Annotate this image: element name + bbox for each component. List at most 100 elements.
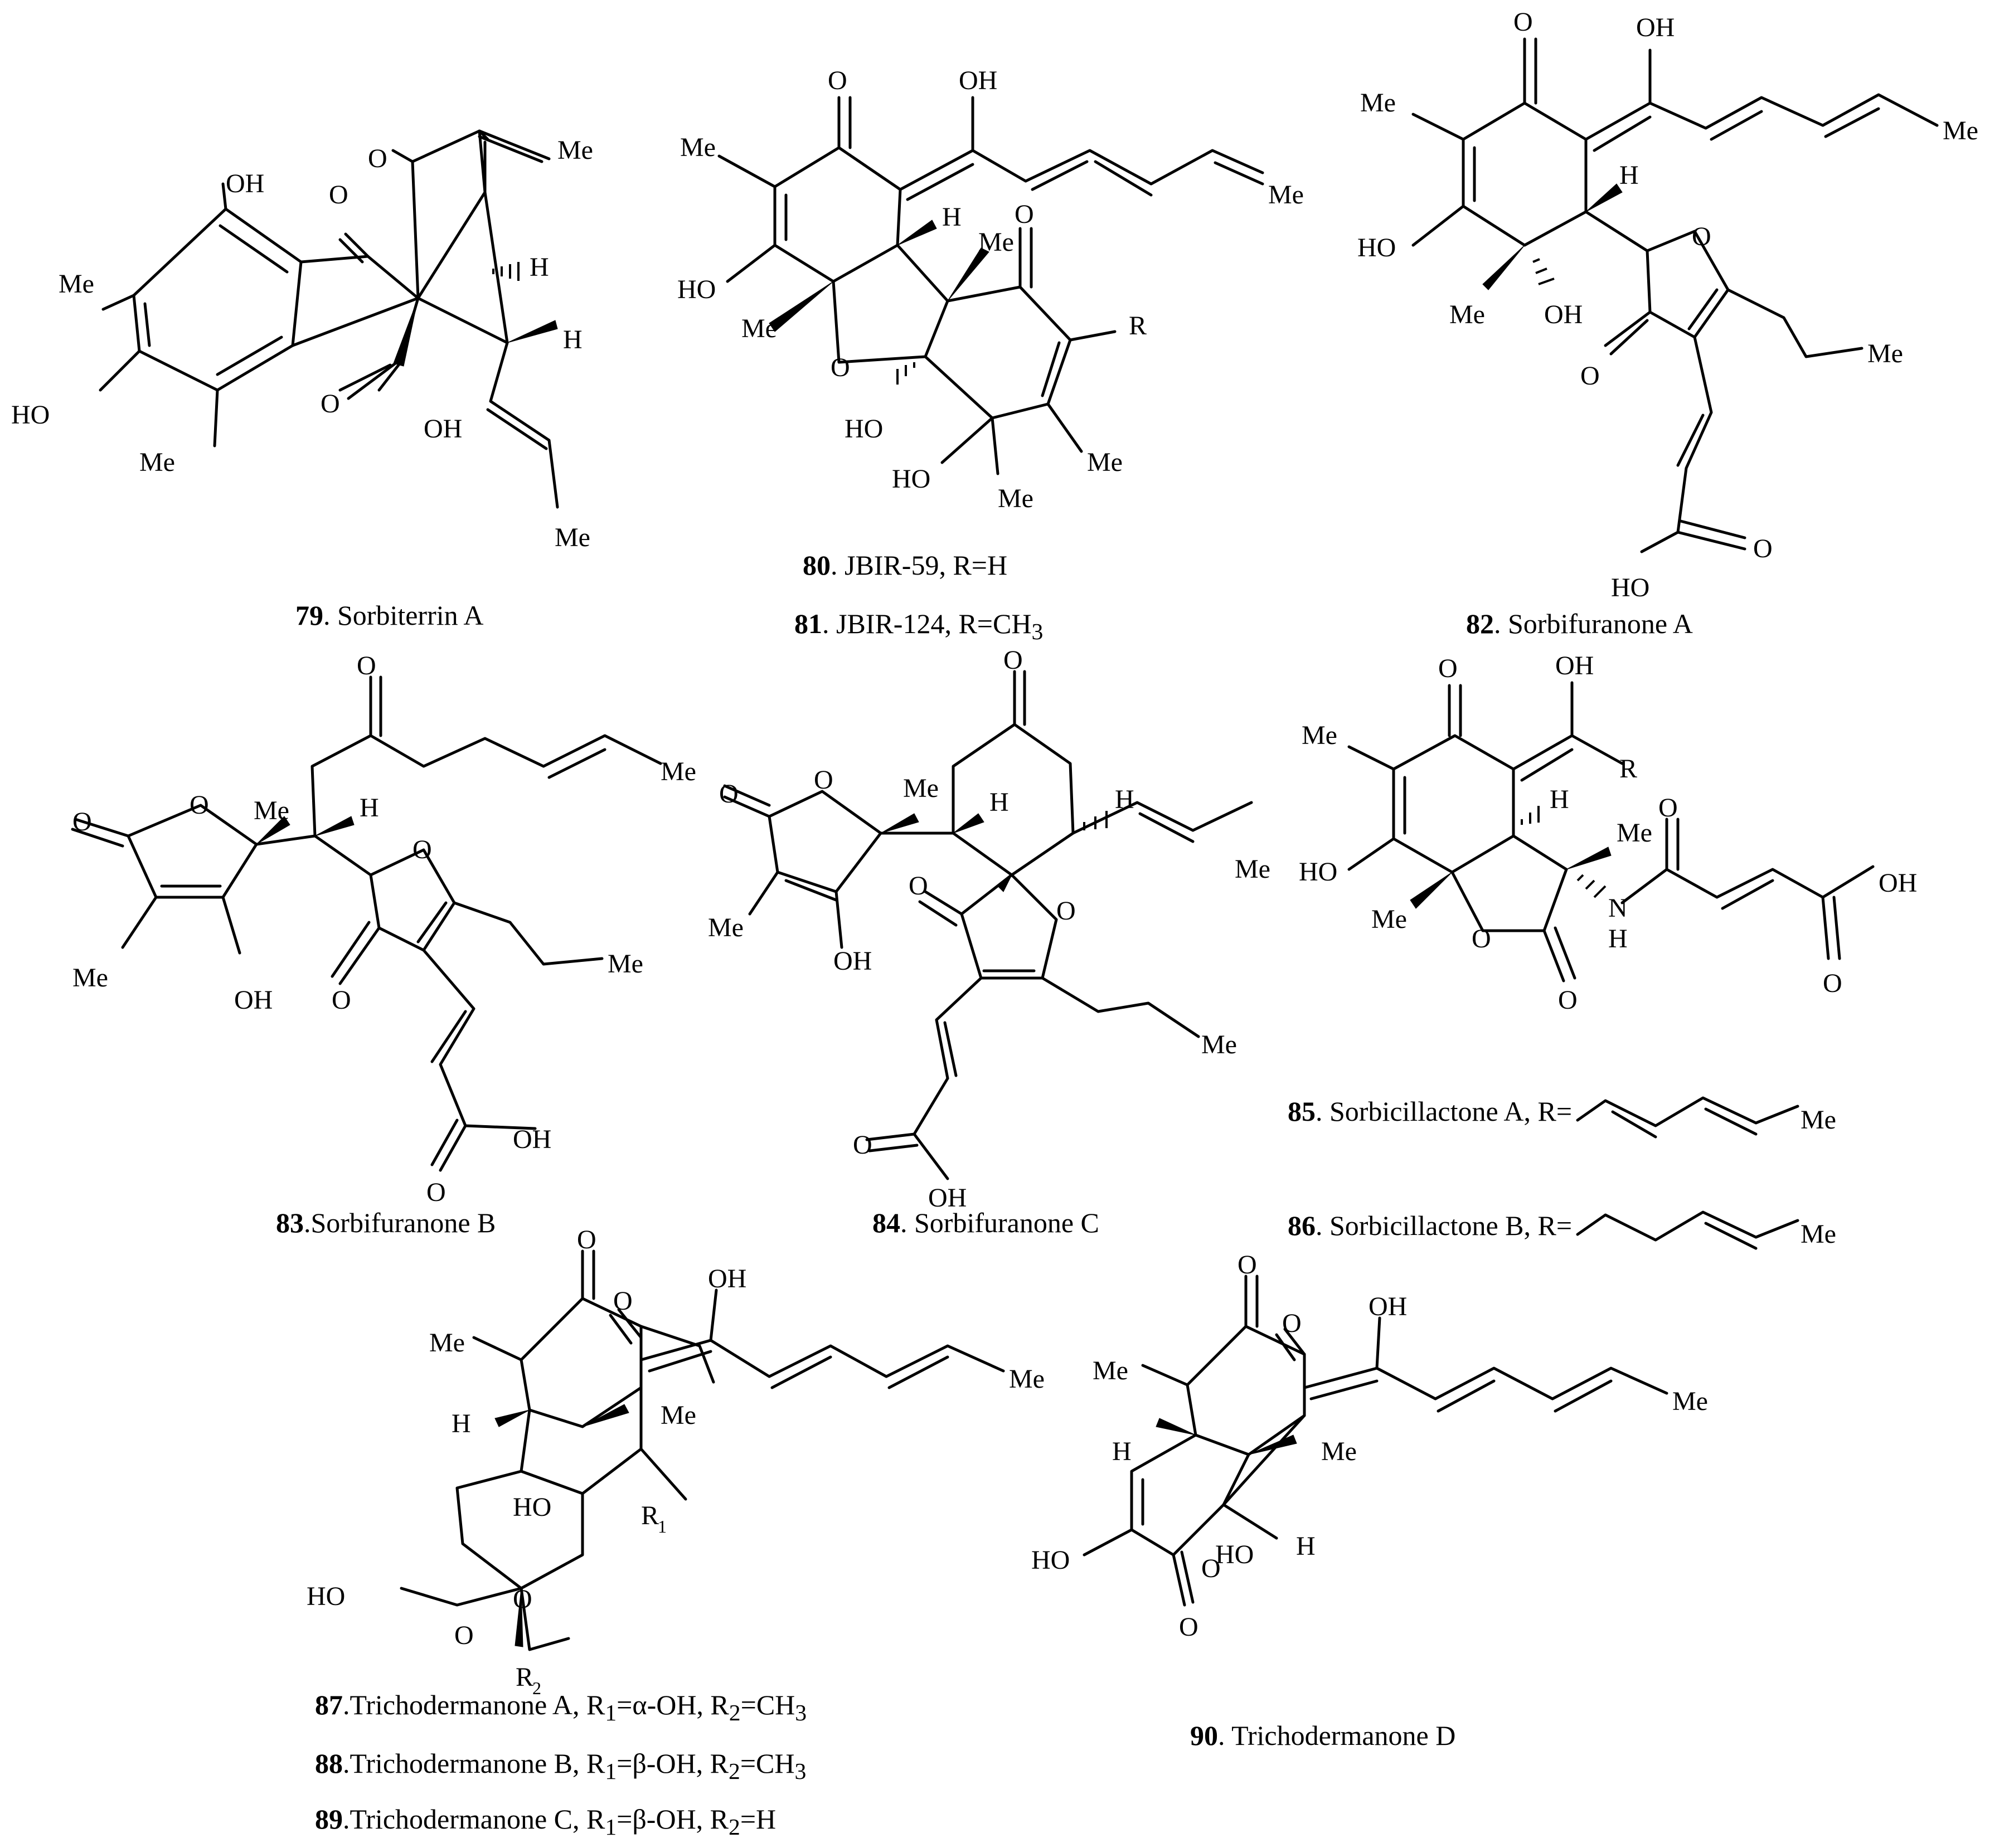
atom-r1-subscript: 1: [658, 1516, 667, 1536]
atom-ho: HO: [677, 275, 716, 304]
atom-o: O: [1179, 1612, 1198, 1642]
atom-o: O: [853, 1130, 872, 1160]
structure-84-sorbifuranone-c: O O O Me H H Me O O Me OH Me O OH: [708, 645, 1270, 1213]
structure-80-81-jbir: O OH Me Me H Me O HO Me R O HO Me HO Me: [677, 66, 1304, 513]
atom-me: Me: [1321, 1437, 1357, 1466]
structure-83-sorbifuranone-b: O O Me O H O Me Me Me OH O OH O: [71, 651, 696, 1207]
atom-o: O: [321, 389, 340, 419]
atom-oh: OH: [1544, 300, 1583, 329]
atom-o: O: [368, 144, 387, 173]
atom-me: Me: [1943, 116, 1978, 145]
atom-h: H: [1296, 1531, 1316, 1561]
atom-o: O: [1692, 222, 1711, 251]
caption-86: 86. Sorbicillactone B, R=: [1288, 1210, 1573, 1241]
atom-oh: OH: [513, 1125, 551, 1154]
atom-h: H: [1115, 785, 1134, 814]
atom-ho: HO: [892, 464, 930, 494]
atom-n: N: [1608, 893, 1628, 923]
atom-oh: OH: [1555, 651, 1594, 680]
caption-83: 83.Sorbifuranone B: [276, 1207, 496, 1238]
atom-o: O: [1513, 7, 1533, 37]
atom-me: Me: [1360, 88, 1396, 118]
atom-ho: HO: [307, 1582, 345, 1611]
atom-o: O: [613, 1286, 633, 1316]
atom-o: O: [426, 1178, 446, 1207]
atom-me: Me: [1093, 1356, 1128, 1385]
atom-me: Me: [1801, 1219, 1836, 1249]
atom-h: H: [1112, 1437, 1132, 1466]
atom-o: O: [831, 353, 850, 382]
atom-me: Me: [1268, 180, 1304, 210]
structure-90-trichodermanone-d: O OH O Me Me H Me HO H O HO O: [1031, 1250, 1708, 1642]
structure-82-sorbifuranone-a: O OH Me Me H O HO Me OH Me O O HO: [1357, 7, 1978, 602]
atom-o: O: [1472, 924, 1491, 954]
atom-oh: OH: [1369, 1292, 1407, 1321]
atom-me: Me: [741, 314, 777, 343]
atom-h: H: [452, 1409, 471, 1438]
atom-ho: HO: [1031, 1545, 1070, 1575]
atom-oh: OH: [708, 1264, 746, 1293]
atom-o: O: [72, 807, 92, 837]
atom-me: Me: [1867, 339, 1903, 368]
atom-oh: OH: [833, 946, 872, 976]
atom-me: Me: [72, 963, 108, 993]
atom-me: Me: [557, 135, 593, 165]
atom-o: O: [1238, 1250, 1257, 1280]
atom-r1: R: [641, 1501, 659, 1530]
atom-me: Me: [903, 774, 939, 803]
atom-me: Me: [254, 796, 289, 825]
caption-89: 89.Trichodermanone C, R1=β-OH, R2=H: [315, 1803, 777, 1840]
caption-82: 82. Sorbifuranone A: [1466, 608, 1693, 639]
caption-80: 80. JBIR-59, R=H: [803, 549, 1008, 581]
atom-me: Me: [59, 269, 94, 299]
atom-h: H: [360, 793, 379, 823]
caption-87: 87.Trichodermanone A, R1=α-OH, R2=CH3: [315, 1689, 807, 1726]
caption-88: 88.Trichodermanone B, R1=β-OH, R2=CH3: [315, 1748, 807, 1784]
atom-oh: OH: [1636, 13, 1675, 42]
atom-r2-subscript: 2: [532, 1678, 541, 1698]
atom-o: O: [828, 66, 847, 95]
atom-ho: HO: [1299, 857, 1337, 887]
atom-o: O: [1056, 896, 1076, 926]
structure-79-sorbiterrin-a: O Me O OH Me H H HO O OH Me Me: [11, 129, 593, 552]
atom-o: O: [454, 1621, 474, 1650]
atom-o: O: [1823, 969, 1842, 998]
atom-h: H: [530, 252, 549, 282]
atom-me: Me: [661, 1400, 696, 1430]
atom-r: R: [1619, 754, 1637, 784]
atom-ho: HO: [1357, 233, 1396, 262]
atom-me: Me: [680, 133, 716, 162]
atom-me: Me: [1201, 1030, 1237, 1059]
atom-me: Me: [1087, 448, 1123, 477]
caption-84: 84. Sorbifuranone C: [872, 1207, 1099, 1238]
atom-oh: OH: [959, 66, 997, 95]
atom-ho: HO: [1215, 1540, 1254, 1569]
atom-o: O: [1282, 1309, 1302, 1338]
atom-oh: OH: [234, 985, 273, 1015]
atom-o: O: [1558, 985, 1578, 1015]
atom-o: O: [329, 180, 348, 210]
caption-85: 85. Sorbicillactone A, R=: [1288, 1096, 1573, 1127]
atom-o: O: [1753, 534, 1773, 563]
atom-o: O: [357, 651, 376, 680]
atom-me: Me: [139, 448, 175, 477]
atom-me: Me: [1449, 300, 1485, 329]
structure-85-86-sorbicillactone: O OH Me R H Me O HO OH N H Me O O O Me M…: [1299, 651, 1917, 1250]
caption-90: 90. Trichodermanone D: [1190, 1720, 1456, 1751]
atom-r: R: [1129, 311, 1147, 341]
atom-me: Me: [429, 1328, 465, 1358]
atom-me: Me: [708, 913, 744, 942]
caption-79: 79. Sorbiterrin A: [295, 600, 484, 631]
atom-o: O: [1015, 200, 1034, 229]
atom-o: O: [719, 779, 739, 809]
atom-o: O: [513, 1584, 532, 1614]
atom-me: Me: [608, 949, 643, 979]
atom-h: H: [1608, 924, 1628, 954]
atom-oh: OH: [928, 1183, 967, 1213]
atom-me: Me: [555, 523, 590, 552]
atom-oh: OH: [424, 414, 462, 444]
atom-o: O: [190, 790, 209, 820]
atom-me: Me: [1302, 721, 1337, 750]
atom-me: Me: [1371, 904, 1407, 934]
